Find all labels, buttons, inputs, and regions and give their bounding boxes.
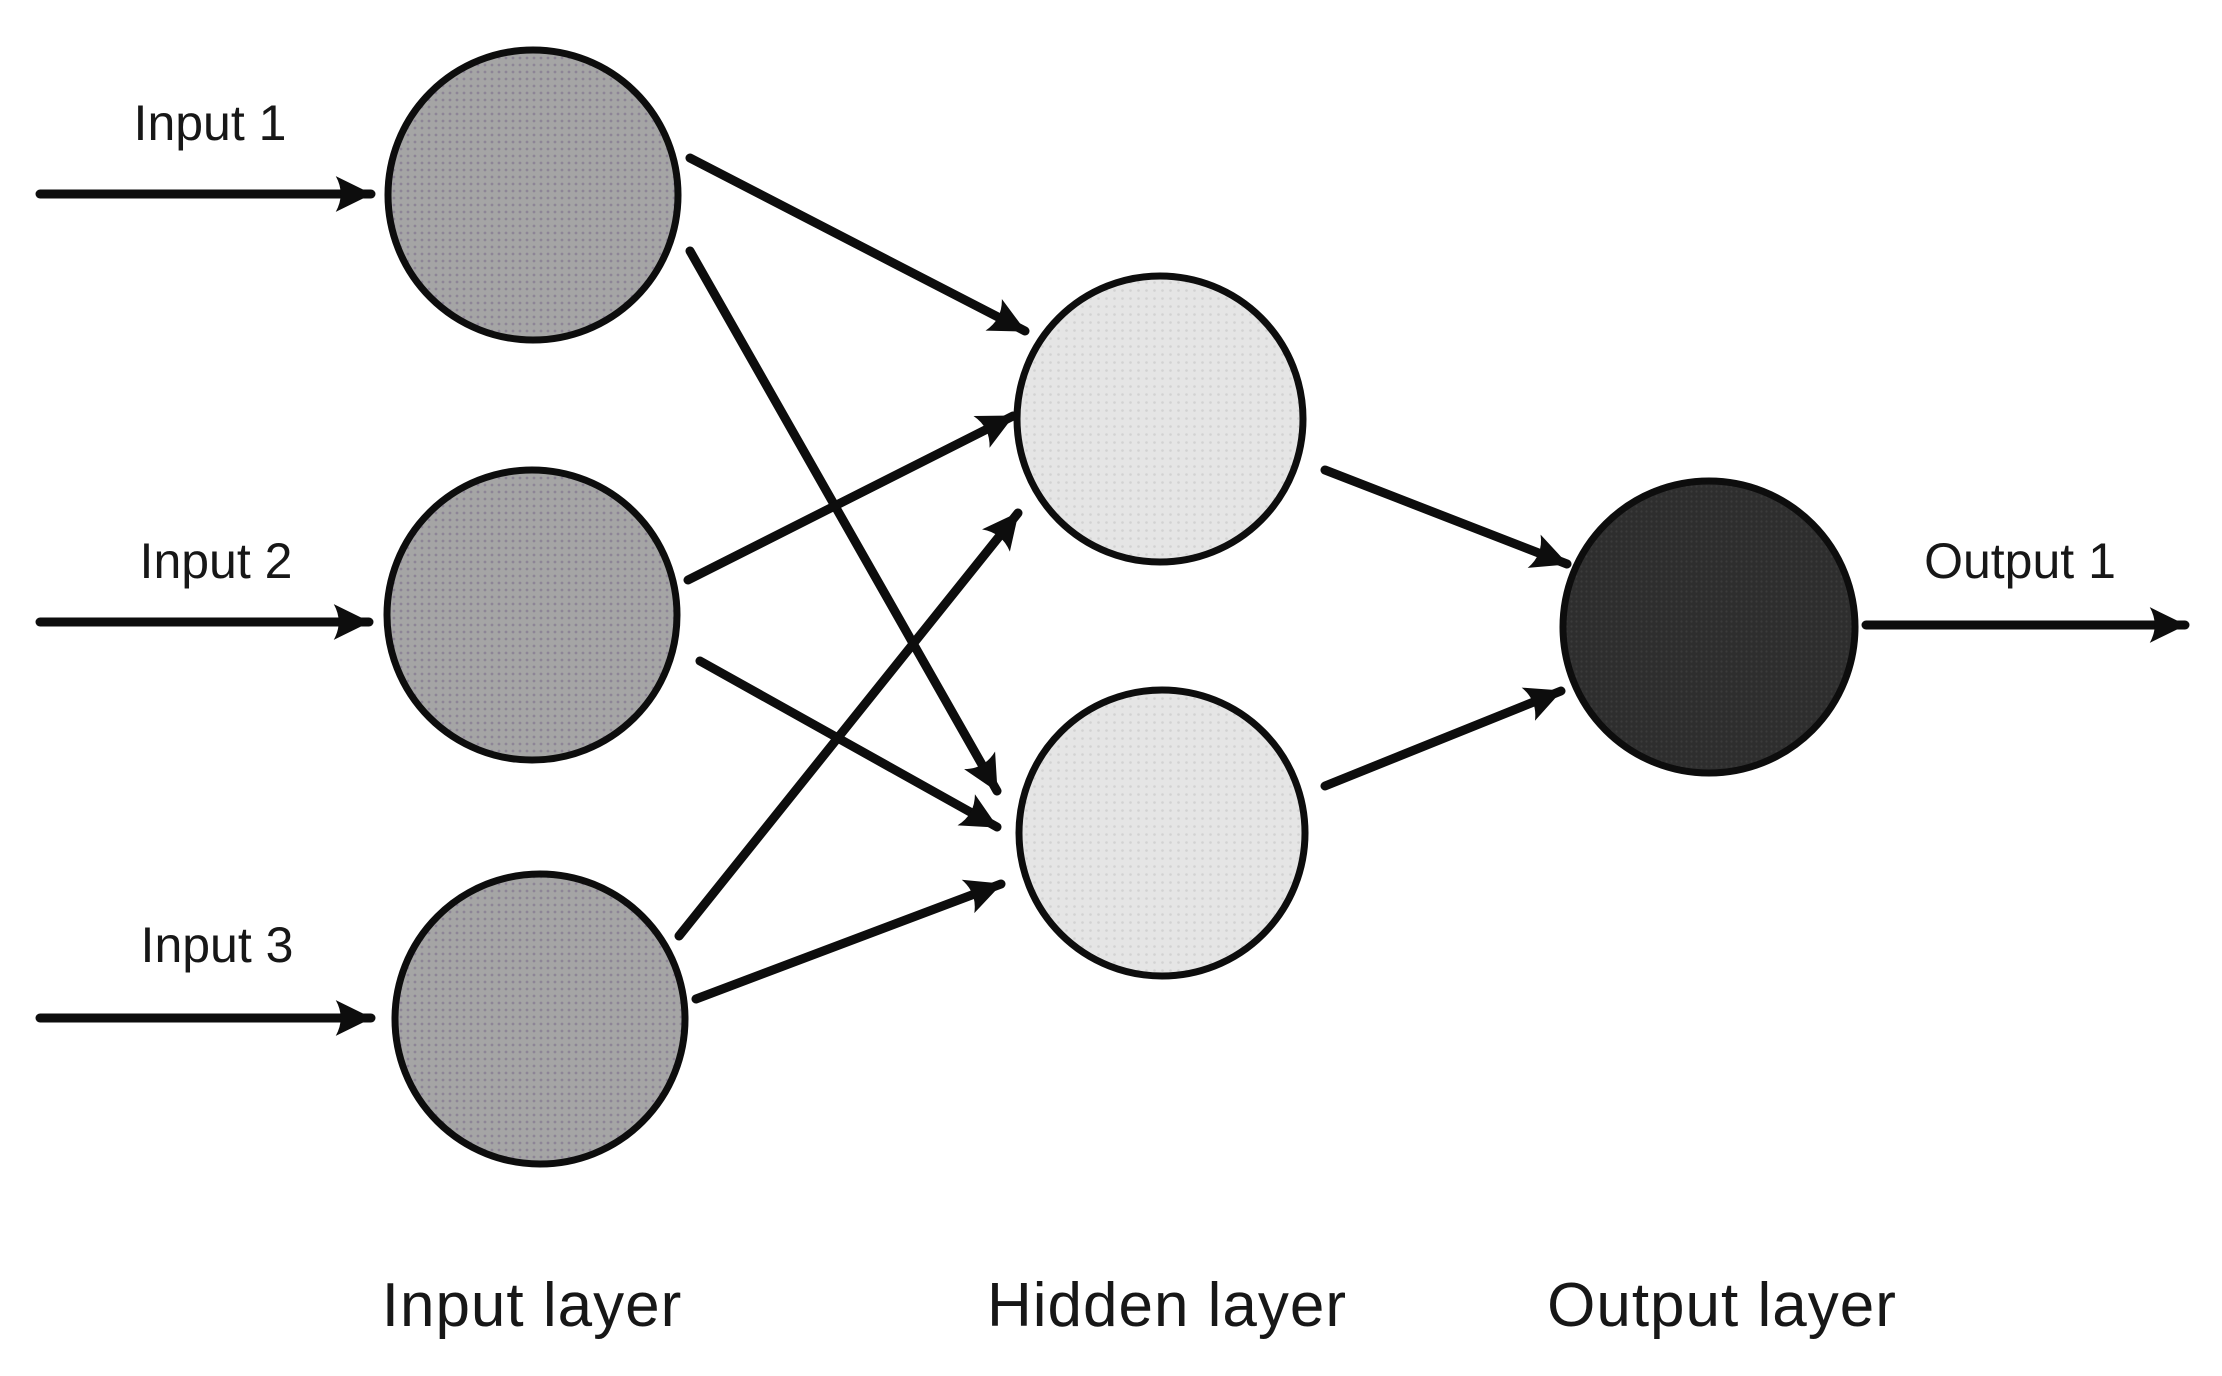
label-input-layer: Input layer — [382, 1271, 683, 1340]
label-input-3: Input 3 — [141, 917, 294, 973]
hidden-to-output-connections — [1320, 465, 1572, 791]
edge-input2-hidden2 — [695, 656, 1002, 832]
node-input-2 — [383, 466, 681, 764]
node-hidden-2 — [1015, 686, 1309, 980]
edge-input1-hidden1 — [685, 153, 1030, 336]
label-hidden-layer: Hidden layer — [987, 1271, 1347, 1340]
io-arrows — [35, 176, 2190, 1036]
io-labels: Input 1 Input 2 Input 3 Output 1 — [134, 95, 2116, 973]
edge-hidden2-output1 — [1320, 686, 1566, 791]
edge-input2-hidden1 — [683, 411, 1018, 585]
label-input-2: Input 2 — [140, 533, 293, 589]
edge-input3-hidden1 — [674, 508, 1023, 941]
input-to-hidden-connections — [674, 153, 1030, 1004]
node-output-1 — [1559, 477, 1859, 777]
layer-labels: Input layer Hidden layer Output layer — [382, 1271, 1897, 1340]
input-layer-nodes — [383, 46, 689, 1168]
label-input-1: Input 1 — [134, 95, 287, 151]
label-output-1: Output 1 — [1924, 533, 2116, 589]
edge-hidden1-output1 — [1320, 465, 1572, 569]
node-input-1 — [384, 46, 682, 344]
edge-input3-hidden2 — [691, 879, 1006, 1004]
output-layer-nodes — [1559, 477, 1859, 777]
node-input-3 — [391, 870, 689, 1168]
hidden-layer-nodes — [1013, 272, 1309, 980]
label-output-layer: Output layer — [1547, 1271, 1897, 1340]
edge-input1-hidden2 — [685, 246, 1002, 796]
node-hidden-1 — [1013, 272, 1307, 566]
